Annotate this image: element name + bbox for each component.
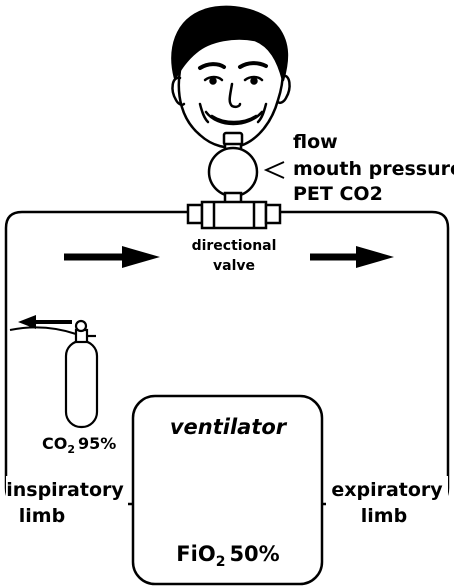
co2-value: 95% xyxy=(78,434,116,453)
petco2-label: PET CO2 xyxy=(293,183,383,205)
co2-cylinder xyxy=(64,319,99,429)
mouth-pressure-label: mouth pressure xyxy=(293,158,454,180)
ventilator-label: ventilator xyxy=(170,415,288,439)
inspiratory-label-bg xyxy=(6,476,128,528)
directional-valve-label-line2: valve xyxy=(213,258,255,274)
expiratory-label-bg xyxy=(326,476,448,528)
ventilator-box xyxy=(131,394,324,586)
inspiratory-limb-label-line1: inspiratory xyxy=(6,479,124,501)
inspiratory-limb-label-line2: limb xyxy=(19,505,65,527)
patient-head-illustration xyxy=(171,5,291,149)
directional-valve xyxy=(186,200,282,230)
flow-arrow-inspiratory xyxy=(64,246,160,268)
flow-arrow-expiratory xyxy=(310,246,394,268)
fio2-value: 50% xyxy=(229,542,279,566)
directional-valve-label-line1: directional xyxy=(192,238,277,254)
expiratory-limb-label-line2: limb xyxy=(361,505,407,527)
fio2-subscript: 2 xyxy=(216,554,226,570)
sensor-bulb xyxy=(207,142,259,205)
co2-subscript: 2 xyxy=(67,443,75,456)
fio2-prefix: FiO xyxy=(176,542,215,566)
co2-prefix: CO xyxy=(42,434,67,453)
co2-outflow-arrow xyxy=(9,315,77,335)
sensor-pointer xyxy=(263,161,285,179)
expiratory-limb-label-line1: expiratory xyxy=(331,479,443,501)
flow-label: flow xyxy=(293,131,338,153)
